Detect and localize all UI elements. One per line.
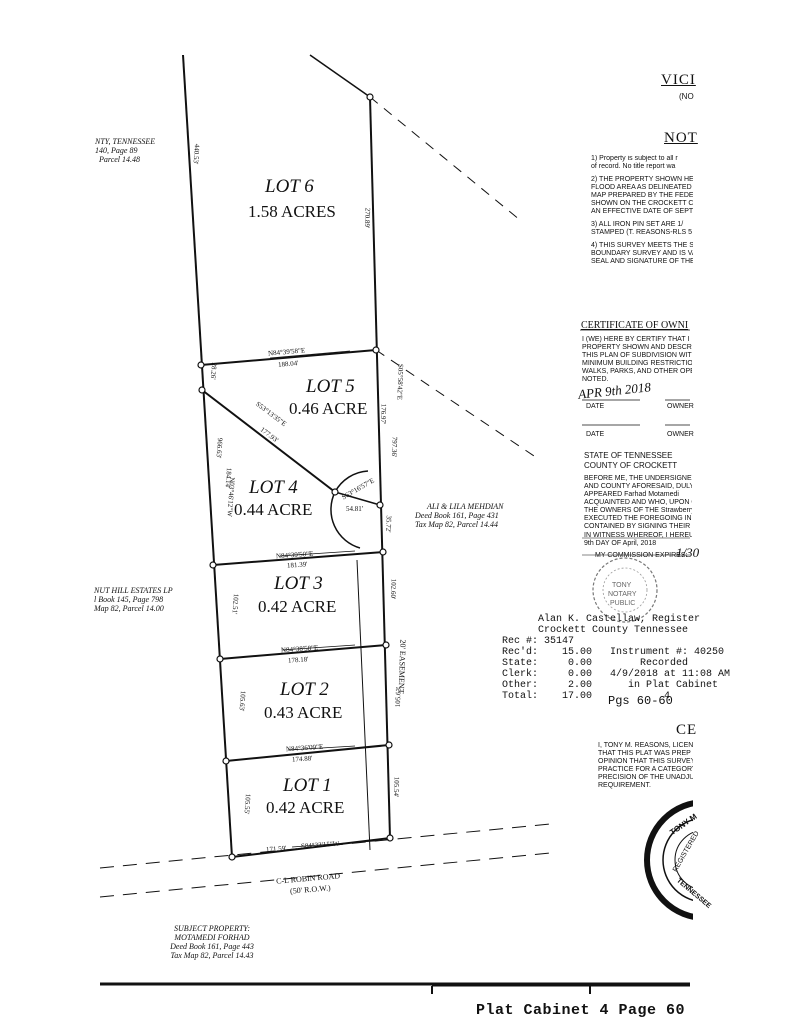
commission-label: MY COMMISSION EXPIRES:: [595, 552, 688, 559]
note-2: 2) THE PROPERTY SHOWN HER FLOOD AREA AS …: [591, 176, 693, 215]
dim-left-long: 966.63': [214, 437, 224, 459]
lot-4-area: 0.44 ACRE: [234, 500, 313, 519]
county-label: COUNTY OF CROCKETT: [584, 461, 678, 470]
notary-body: BEFORE ME, THE UNDERSIGNED, A AND COUNTY…: [584, 475, 692, 530]
lot-4-name: LOT 4: [249, 477, 298, 498]
lot-5-area: 0.46 ACRE: [289, 399, 368, 418]
notes-title: NOT: [664, 130, 698, 146]
lot-1-name: LOT 1: [283, 775, 332, 796]
dim-l1-right: 105.54': [391, 776, 401, 798]
adjoiner-east-line1: ALI & LILA MEHDIAN: [427, 502, 504, 511]
subject-property: SUBJECT PROPERTY: MOTAMEDI FORHAD Deed B…: [157, 924, 267, 960]
adjoiner-east: ALI & LILA MEHDIAN Deed Book 161, Page 4…: [415, 502, 504, 529]
state-label: STATE OF TENNESSEE: [584, 451, 673, 460]
dim-l5-right-dist: 176.97': [378, 403, 388, 425]
dim-b34-dist: 181.39': [286, 560, 308, 570]
register-line7: Other: 2.00 in Plat Cabinet: [502, 680, 719, 691]
adjoiner-west: NUT HILL ESTATES LP l Book 145, Page 798…: [94, 586, 173, 613]
dim-l3-right: 102.60': [388, 578, 398, 600]
notary-seal-line1: TONY: [612, 582, 632, 589]
register-line4: Rec'd: 15.00 Instrument #: 40250: [502, 647, 725, 658]
register-line1: Alan K. Castellaw, Register: [538, 614, 701, 625]
dim-l3-left: 102.51': [230, 593, 240, 615]
vicinity-map-title: VICI: [661, 72, 696, 88]
vicinity-map-subtitle: (NO: [679, 92, 694, 101]
dim-b12-dist: 174.88': [291, 754, 313, 764]
lot-2-name: LOT 2: [280, 679, 329, 700]
lot-2-area: 0.43 ACRE: [264, 703, 343, 722]
adjoiner-nw-line3: Parcel 14.48: [99, 155, 141, 164]
register-line2: Crockett County Tennessee: [538, 625, 689, 636]
register-pages: Pgs 60-60: [608, 694, 673, 708]
date-label-1: DATE: [586, 403, 605, 410]
dim-curve-dist: 54.81': [346, 505, 364, 513]
dim-left-top: 440.53': [191, 143, 201, 165]
adjoiner-west-line2: l Book 145, Page 798: [94, 595, 164, 604]
lot-3-name: LOT 3: [274, 573, 323, 594]
note-1: 1) Property is subject to all r of recor…: [591, 155, 678, 170]
register-line3: Rec #: 35147: [502, 636, 575, 647]
register-stamp: Alan K. Castellaw, Register Crockett Cou…: [502, 614, 730, 702]
lot-6-name: LOT 6: [265, 176, 314, 197]
adjoiner-west-line1: NUT HILL ESTATES LP: [94, 586, 173, 595]
notary-witness: IN WITNESS WHEREOF, I HEREUNT 9th DAY OF…: [584, 532, 692, 547]
subject-line1: SUBJECT PROPERTY:: [174, 924, 250, 933]
dim-right-top: 270.89': [362, 207, 372, 229]
register-line5: State: 0.00 Recorded: [502, 658, 689, 669]
notary-seal-line3: PUBLIC: [610, 600, 636, 607]
owner-label-2: OWNER: [667, 431, 694, 438]
commission-value: 1/30: [676, 545, 700, 560]
register-line6: Clerk: 0.00 4/9/2018 at 11:08 AM: [502, 669, 731, 680]
surveyor-cert-title: CE: [676, 722, 698, 738]
dim-l5-left: 28.26': [208, 362, 219, 380]
dim-l1-left: 105.55': [242, 793, 252, 815]
note-3: 3) ALL IRON PIN SET ARE 1/ STAMPED (T. R…: [591, 221, 693, 236]
adjoiner-west-line3: Map 82, Parcel 14.00: [94, 604, 164, 613]
note-4: 4) THIS SURVEY MEETS THE S BOUNDARY SURV…: [591, 242, 693, 265]
adjoiner-nw: NTY, TENNESSEE 140, Page 89 Parcel 14.48: [95, 137, 155, 164]
dim-b23-dist: 178.18': [287, 655, 309, 665]
certificate-owner-title: CERTIFICATE OF OWNI: [581, 320, 689, 331]
dim-l2-left: 105.63': [237, 690, 247, 712]
date-label-2: DATE: [586, 431, 605, 438]
notes-list: 1) Property is subject to all r of recor…: [591, 155, 693, 271]
subject-line4: Tax Map 82, Parcel 14.43: [170, 951, 254, 960]
subject-line2: MOTAMEDI FORHAD: [174, 933, 250, 942]
subject-line3: Deed Book 161, Page 443: [170, 942, 254, 951]
adjoiner-nw-line1: NTY, TENNESSEE: [95, 137, 156, 146]
lot-5-name: LOT 5: [306, 376, 355, 397]
dim-right-total: 797.36': [389, 436, 399, 458]
lot-3-area: 0.42 ACRE: [258, 597, 337, 616]
adjoiner-nw-line2: 140, Page 89: [95, 146, 138, 155]
lot-1-area: 0.42 ACRE: [266, 798, 345, 817]
certificate-owner-body: I (WE) HERE BY CERTIFY THAT I PROPERTY S…: [582, 336, 692, 383]
footer-page-label: Plat Cabinet 4 Page 60: [476, 1002, 686, 1019]
easement-label: 20' EASEMENT: [396, 639, 408, 694]
owner-label-1: OWNER: [667, 403, 694, 410]
notary-seal-line2: NOTARY: [608, 591, 637, 598]
adjoiner-east-line2: Deed Book 161, Page 431: [415, 511, 499, 520]
dim-bottom-dist: 171.59': [265, 844, 287, 854]
adjoiner-east-line3: Tax Map 82, Parcel 14.44: [415, 520, 498, 529]
surveyor-cert-body: I, TONY M. REASONS, LICEN THAT THIS PLAT…: [598, 742, 693, 789]
register-line8: Total: 17.00 4: [502, 691, 671, 702]
dim-l4-right: 35.72': [384, 515, 393, 533]
lot-6-area: 1.58 ACRES: [248, 202, 336, 221]
dim-l5-right-bearing: S05°58'42"E: [395, 363, 405, 401]
